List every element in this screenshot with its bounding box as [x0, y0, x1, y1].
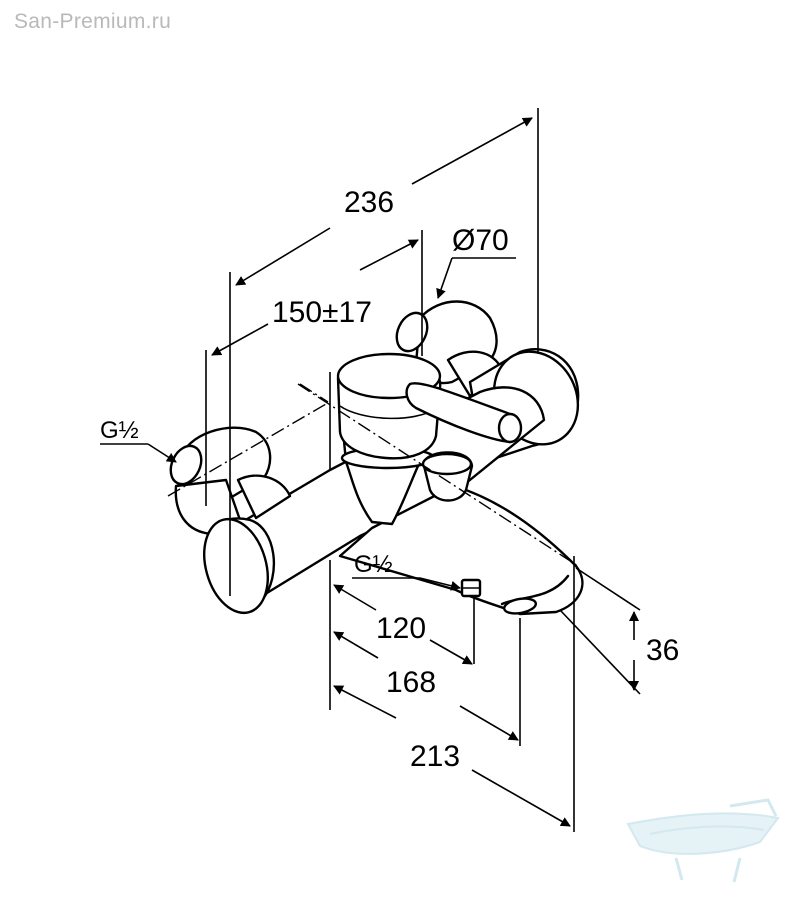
spout [338, 484, 584, 616]
dim-inlet-thread: G½ [100, 417, 139, 444]
bathtub-logo-icon [626, 798, 780, 883]
dim-outlet-projection: 120 [376, 612, 426, 645]
dim-spout-projection: 213 [410, 740, 460, 773]
watermark-text: San-Premium.ru [14, 10, 172, 33]
dim-handle-diameter: Ø70 [452, 224, 509, 257]
dim-spout-height: 36 [646, 634, 679, 667]
center-lines [167, 383, 579, 567]
extension-lines [205, 108, 641, 832]
dim-outlet-thread: G½ [354, 551, 393, 578]
dim-overall-width: 236 [344, 186, 394, 219]
faucet-body [169, 300, 584, 616]
dim-diverter-projection: 168 [386, 666, 436, 699]
dim-inlet-spacing: 150±17 [272, 296, 372, 329]
dimension-lines [100, 117, 639, 827]
